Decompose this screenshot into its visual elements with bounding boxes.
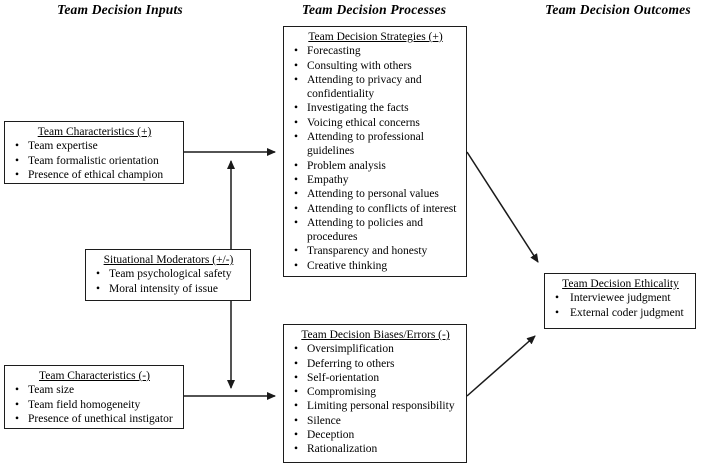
list-item: Team expertise <box>9 139 180 154</box>
list-item: Interviewee judgment <box>549 291 692 306</box>
box-team-characteristics-minus: Team Characteristics (-) Team sizeTeam f… <box>4 365 184 429</box>
list-item: Deception <box>288 428 463 443</box>
bullet-list: OversimplificationDeferring to othersSel… <box>288 342 463 457</box>
box-title: Situational Moderators (+/-) <box>103 254 234 266</box>
list-item: Consulting with others <box>288 59 463 74</box>
list-item: Moral intensity of issue <box>90 282 247 297</box>
list-item: Transparency and honesty <box>288 244 463 259</box>
column-header-inputs: Team Decision Inputs <box>57 2 183 17</box>
list-item: Attending to privacy and confidentiality <box>288 73 463 102</box>
list-item: Presence of ethical champion <box>9 168 180 183</box>
list-item: Creative thinking <box>288 259 463 274</box>
column-header-outcomes: Team Decision Outcomes <box>545 2 691 17</box>
list-item: Attending to professional guidelines <box>288 130 463 159</box>
box-team-decision-strategies: Team Decision Strategies (+) Forecasting… <box>283 26 467 277</box>
arrow-biases-to-ethicality <box>466 335 536 397</box>
box-title: Team Decision Biases/Errors (-) <box>301 329 450 341</box>
box-title: Team Characteristics (+) <box>37 126 152 138</box>
list-item: Compromising <box>288 385 463 400</box>
box-situational-moderators: Situational Moderators (+/-) Team psycho… <box>85 249 251 301</box>
list-item: Investigating the facts <box>288 101 463 116</box>
list-item: Deferring to others <box>288 357 463 372</box>
arrow-strategies-to-ethicality <box>466 151 539 263</box>
list-item: Rationalization <box>288 442 463 457</box>
bullet-list: Team psychological safetyMoral intensity… <box>90 267 247 296</box>
box-title: Team Characteristics (-) <box>39 370 150 382</box>
list-item: Attending to personal values <box>288 187 463 202</box>
list-item: Empathy <box>288 173 463 188</box>
list-item: Team formalistic orientation <box>9 154 180 169</box>
list-item: Team size <box>9 383 180 398</box>
list-item: Attending to policies and procedures <box>288 216 463 245</box>
list-item: Limiting personal responsibility <box>288 399 463 414</box>
list-item: Attending to conflicts of interest <box>288 202 463 217</box>
list-item: Problem analysis <box>288 159 463 174</box>
bullet-list: Team expertiseTeam formalistic orientati… <box>9 139 180 182</box>
box-title: Team Decision Ethicality <box>562 278 679 290</box>
list-item: External coder judgment <box>549 306 692 321</box>
box-team-characteristics-plus: Team Characteristics (+) Team expertiseT… <box>4 121 184 184</box>
box-team-decision-ethicality: Team Decision Ethicality Interviewee jud… <box>544 273 696 329</box>
list-item: Team field homogeneity <box>9 398 180 413</box>
bullet-list: ForecastingConsulting with othersAttendi… <box>288 44 463 273</box>
list-item: Forecasting <box>288 44 463 59</box>
box-team-decision-biases: Team Decision Biases/Errors (-) Oversimp… <box>283 324 467 463</box>
bullet-list: Team sizeTeam field homogeneityPresence … <box>9 383 180 426</box>
list-item: Voicing ethical concerns <box>288 116 463 131</box>
list-item: Self-orientation <box>288 371 463 386</box>
list-item: Silence <box>288 414 463 429</box>
list-item: Presence of unethical instigator <box>9 412 180 427</box>
list-item: Oversimplification <box>288 342 463 357</box>
column-header-processes: Team Decision Processes <box>301 2 447 17</box>
bullet-list: Interviewee judgmentExternal coder judgm… <box>549 291 692 320</box>
box-title: Team Decision Strategies (+) <box>308 31 443 43</box>
list-item: Team psychological safety <box>90 267 247 282</box>
